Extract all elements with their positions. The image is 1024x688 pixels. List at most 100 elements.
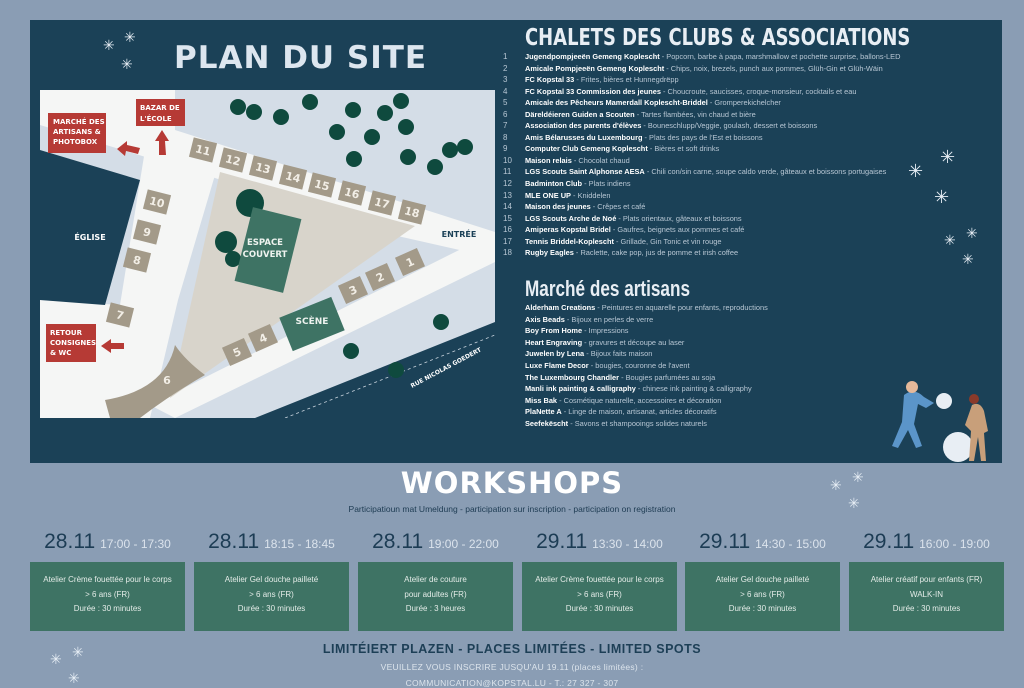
stall-2: 2 (364, 262, 396, 292)
chalet-name: Maison relais (525, 155, 572, 165)
stall-6-tent (105, 345, 205, 418)
chalet-number: 4 (503, 86, 508, 96)
stall-number: 14 (284, 169, 302, 185)
artisan-desc: - Bijoux en perles de verre (564, 314, 654, 324)
artisan-name: Heart Engraving (525, 337, 583, 347)
artisan-item: Axis Beads - Bijoux en perles de verre (525, 314, 768, 326)
chalet-number: 14 (503, 202, 512, 212)
chalet-name: MLE ONE UP (525, 190, 571, 200)
chalet-number: 2 (503, 63, 508, 73)
chalet-desc: - Plats des pays de l'Est et boissons (642, 132, 763, 142)
stall-11: 11 (188, 137, 218, 163)
chalet-number: 15 (503, 213, 512, 223)
workshop-time: 19:00 - 22:00 (428, 537, 499, 551)
stall-box (221, 337, 253, 367)
chalet-number: 5 (503, 98, 508, 108)
stall-number: 12 (224, 152, 242, 168)
workshops-title: WORKSHOPS (400, 466, 624, 500)
artisan-item: Miss Bak - Cosmétique naturelle, accesso… (525, 395, 768, 407)
chalet-name: Maison des jeunes (525, 202, 591, 212)
workshop-time: 17:00 - 17:30 (100, 537, 171, 551)
artisan-name: The Luxembourg Chandler (525, 372, 620, 382)
chalet-number: 13 (503, 190, 512, 200)
workshop-line: Durée : 30 minutes (237, 604, 306, 613)
road-dark-edge (255, 322, 495, 418)
artisan-item: The Luxembourg Chandler - Bougies parfum… (525, 372, 768, 384)
stall-number: 16 (343, 185, 361, 201)
chalet-name: Amicale des Pêcheurs Mamerdall Koplescht… (525, 98, 708, 108)
artisan-item: Manli ink painting & calligraphy - chine… (525, 383, 768, 395)
workshop-line: Atelier créatif pour enfants (FR) (870, 575, 983, 584)
stall-box (367, 190, 397, 216)
artisan-desc: - Peintures en aquarelle pour enfants, r… (595, 303, 768, 312)
snowflake-icon: ✳ (121, 56, 133, 72)
workshop-line: Atelier Crème fouettée pour le corps (535, 575, 664, 584)
artisan-item: Heart Engraving - gravures et découpe au… (525, 337, 768, 349)
plan-title: PLAN DU SITE (174, 40, 428, 76)
artisan-name: Manli ink painting & calligraphy (525, 384, 636, 394)
workshop-date: 28.11 (208, 530, 260, 553)
workshop-time: 16:00 - 19:00 (919, 537, 990, 551)
chalet-desc: - Frites, bières et Hunnegdrëpp (574, 75, 679, 85)
artisan-name: Axis Beads (525, 314, 565, 324)
stall-3: 3 (337, 275, 369, 305)
bazar-label: BAZAR DE (140, 104, 180, 112)
workshop-line: > 6 ans (FR) (577, 589, 622, 599)
chalet-desc: - Bières et soft drinks (647, 144, 720, 154)
chalet-name: Amis Bélarusses du Luxembourg (525, 132, 643, 142)
chalet-name: Association des parents d'élèves (525, 121, 642, 131)
stall-number: 8 (132, 253, 143, 267)
workshop-time: 18:15 - 18:45 (264, 537, 335, 551)
arrow-up-icon (155, 130, 169, 155)
chalet-item: 8 Amis Bélarusses du Luxembourg - Plats d… (503, 132, 900, 144)
retour-label: CONSIGNES (50, 339, 96, 347)
artisan-desc: - Savons et shampooings solides naturels (568, 418, 707, 428)
chalet-name: Amicale Pompjeeën Gemeng Koplescht (525, 63, 665, 73)
bazar-label: L'ÉCOLE (140, 114, 172, 123)
artisan-desc: - Impressions (582, 326, 629, 336)
chalet-desc: - Crêpes et café (590, 202, 646, 212)
artisan-item: Boy From Home - Impressions (525, 325, 768, 337)
marche-label: PHOTOBOX (53, 138, 98, 146)
artisan-desc: - Linge de maison, artisanat, articles d… (561, 407, 717, 417)
snowflake-icon: ✳ (940, 147, 956, 167)
stall-8: 8 (122, 247, 152, 273)
stall-number: 17 (373, 195, 391, 211)
retour-label: RETOUR (50, 329, 83, 337)
snowflake-icon: ✳ (934, 187, 950, 207)
stall-number: 15 (313, 177, 331, 193)
marche-label: MARCHÉ DES (53, 117, 105, 126)
artisan-name: PlaNette A (525, 407, 562, 417)
chalet-item: 5 Amicale des Pêcheurs Mamerdall Koplesch… (503, 97, 900, 109)
stall-10: 10 (142, 189, 172, 215)
stall-box (248, 155, 278, 181)
workshop-card: Atelier Crème fouettée pour le corps> 6 … (30, 562, 185, 631)
snowflake-icon: ✳ (124, 29, 136, 45)
artisan-item: Seefekëscht - Savons et shampooings soli… (525, 418, 768, 430)
stall-number: 10 (148, 194, 166, 210)
contact-info[interactable]: COMMUNICATION@KOPSTAL.LU - T.: 27 327 - … (405, 678, 619, 688)
chalet-number: 8 (503, 132, 508, 142)
workshop-date: 29.11 (536, 530, 588, 553)
stall-box (364, 262, 396, 292)
chalet-name: Rugby Eagles (525, 248, 574, 258)
chalet-desc: - Gaufres, beignets aux pommes et café (610, 225, 745, 235)
workshop-line: Durée : 30 minutes (565, 604, 634, 613)
chalet-desc: - Grillade, Gin Tonic et vin rouge (613, 236, 722, 246)
stall-box (337, 275, 369, 305)
